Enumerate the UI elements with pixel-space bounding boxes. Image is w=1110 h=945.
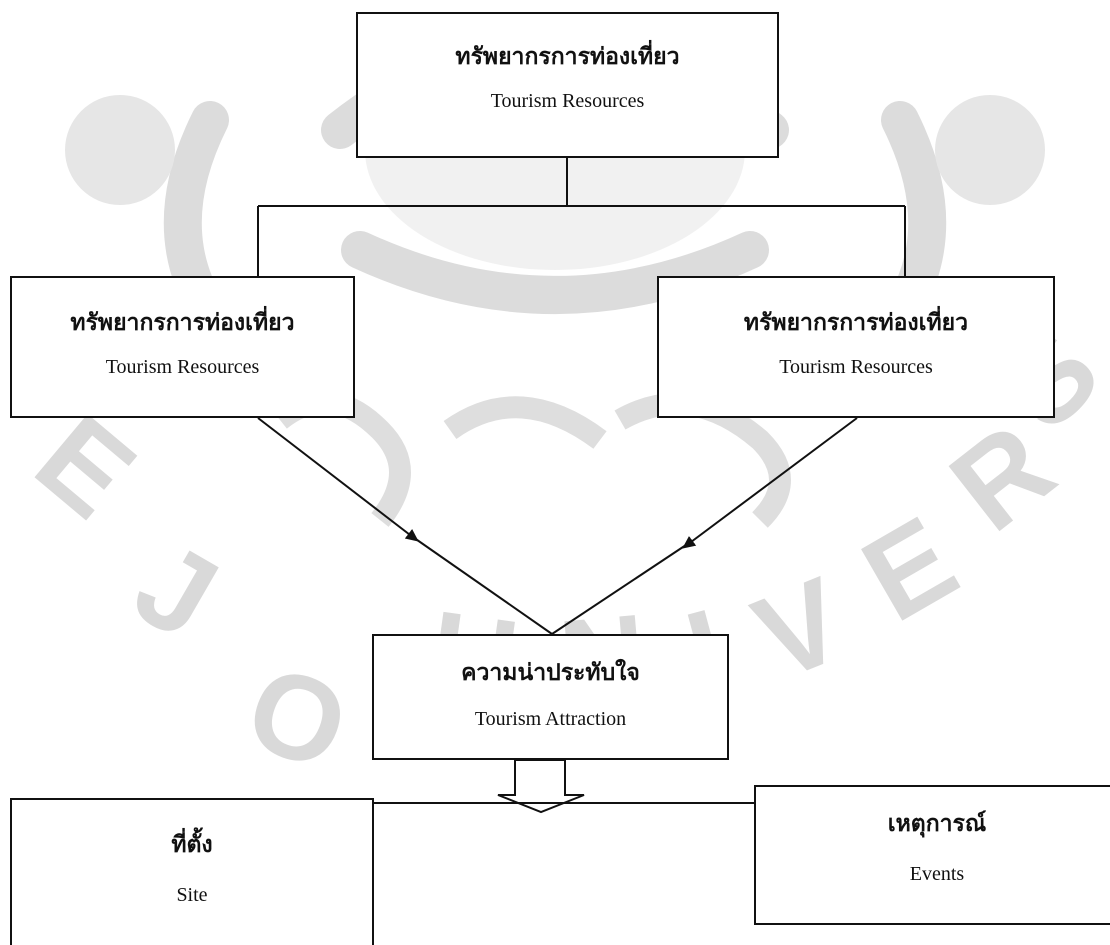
top-box-thai-label: ทรัพยากรการท่องเที่ยว xyxy=(455,44,680,69)
block-arrow-down xyxy=(497,759,585,814)
attraction-box: ความน่าประทับใจ Tourism Attraction xyxy=(372,634,729,760)
attraction-box-english-label: Tourism Attraction xyxy=(474,708,627,730)
left-box-english-label: Tourism Resources xyxy=(105,356,260,378)
top-resource-box: ทรัพยากรการท่องเที่ยว Tourism Resources xyxy=(356,12,779,158)
arrow-right-to-center xyxy=(682,417,858,549)
left-box-thai-label: ทรัพยากรการท่องเที่ยว xyxy=(70,310,295,335)
site-box-english-label: Site xyxy=(176,884,208,906)
events-box-english-label: Events xyxy=(909,863,965,885)
right-resource-box: ทรัพยากรการท่องเที่ยว Tourism Resources xyxy=(657,276,1055,418)
arrow-left-to-center xyxy=(257,417,419,542)
left-resource-box: ทรัพยากรการท่องเที่ยว Tourism Resources xyxy=(10,276,355,418)
attraction-box-thai-label: ความน่าประทับใจ xyxy=(461,660,640,685)
site-box: ที่ตั้ง Site xyxy=(10,798,374,945)
right-box-thai-label: ทรัพยากรการท่องเที่ยว xyxy=(743,310,969,335)
events-box: เหตุการณ์ Events xyxy=(754,785,1110,925)
right-box-english-label: Tourism Resources xyxy=(779,356,933,378)
site-box-thai-label: ที่ตั้ง xyxy=(171,832,213,857)
events-box-thai-label: เหตุการณ์ xyxy=(887,811,987,836)
top-box-english-label: Tourism Resources xyxy=(490,90,645,112)
